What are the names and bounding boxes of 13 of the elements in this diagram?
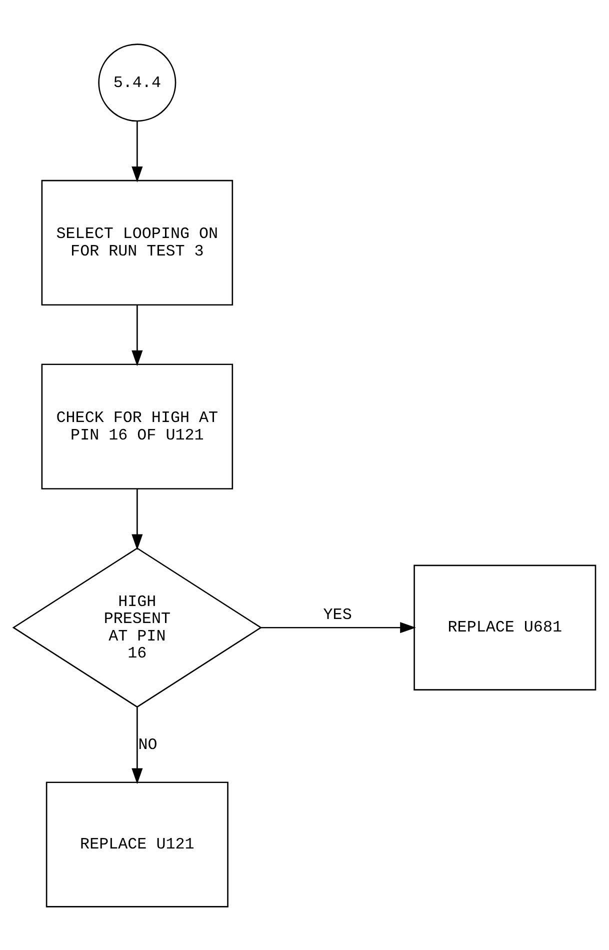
node-circle: 5.4.4 (98, 43, 176, 122)
arrow (132, 488, 143, 550)
arrow (132, 120, 143, 182)
edge-label: YES (323, 606, 352, 624)
arrow (132, 304, 143, 366)
node-box: REPLACE U681 (414, 564, 596, 690)
edge-label: NO (138, 735, 158, 754)
node-box: REPLACE U121 (46, 781, 228, 907)
node-box: SELECT LOOPING ON FOR RUN TEST 3 (41, 179, 234, 306)
node-diamond: HIGH PRESENT AT PIN 16 (12, 546, 262, 708)
node-box: CHECK FOR HIGH AT PIN 16 OF U121 (41, 363, 234, 489)
arrow (261, 622, 416, 633)
arrow (132, 707, 143, 784)
